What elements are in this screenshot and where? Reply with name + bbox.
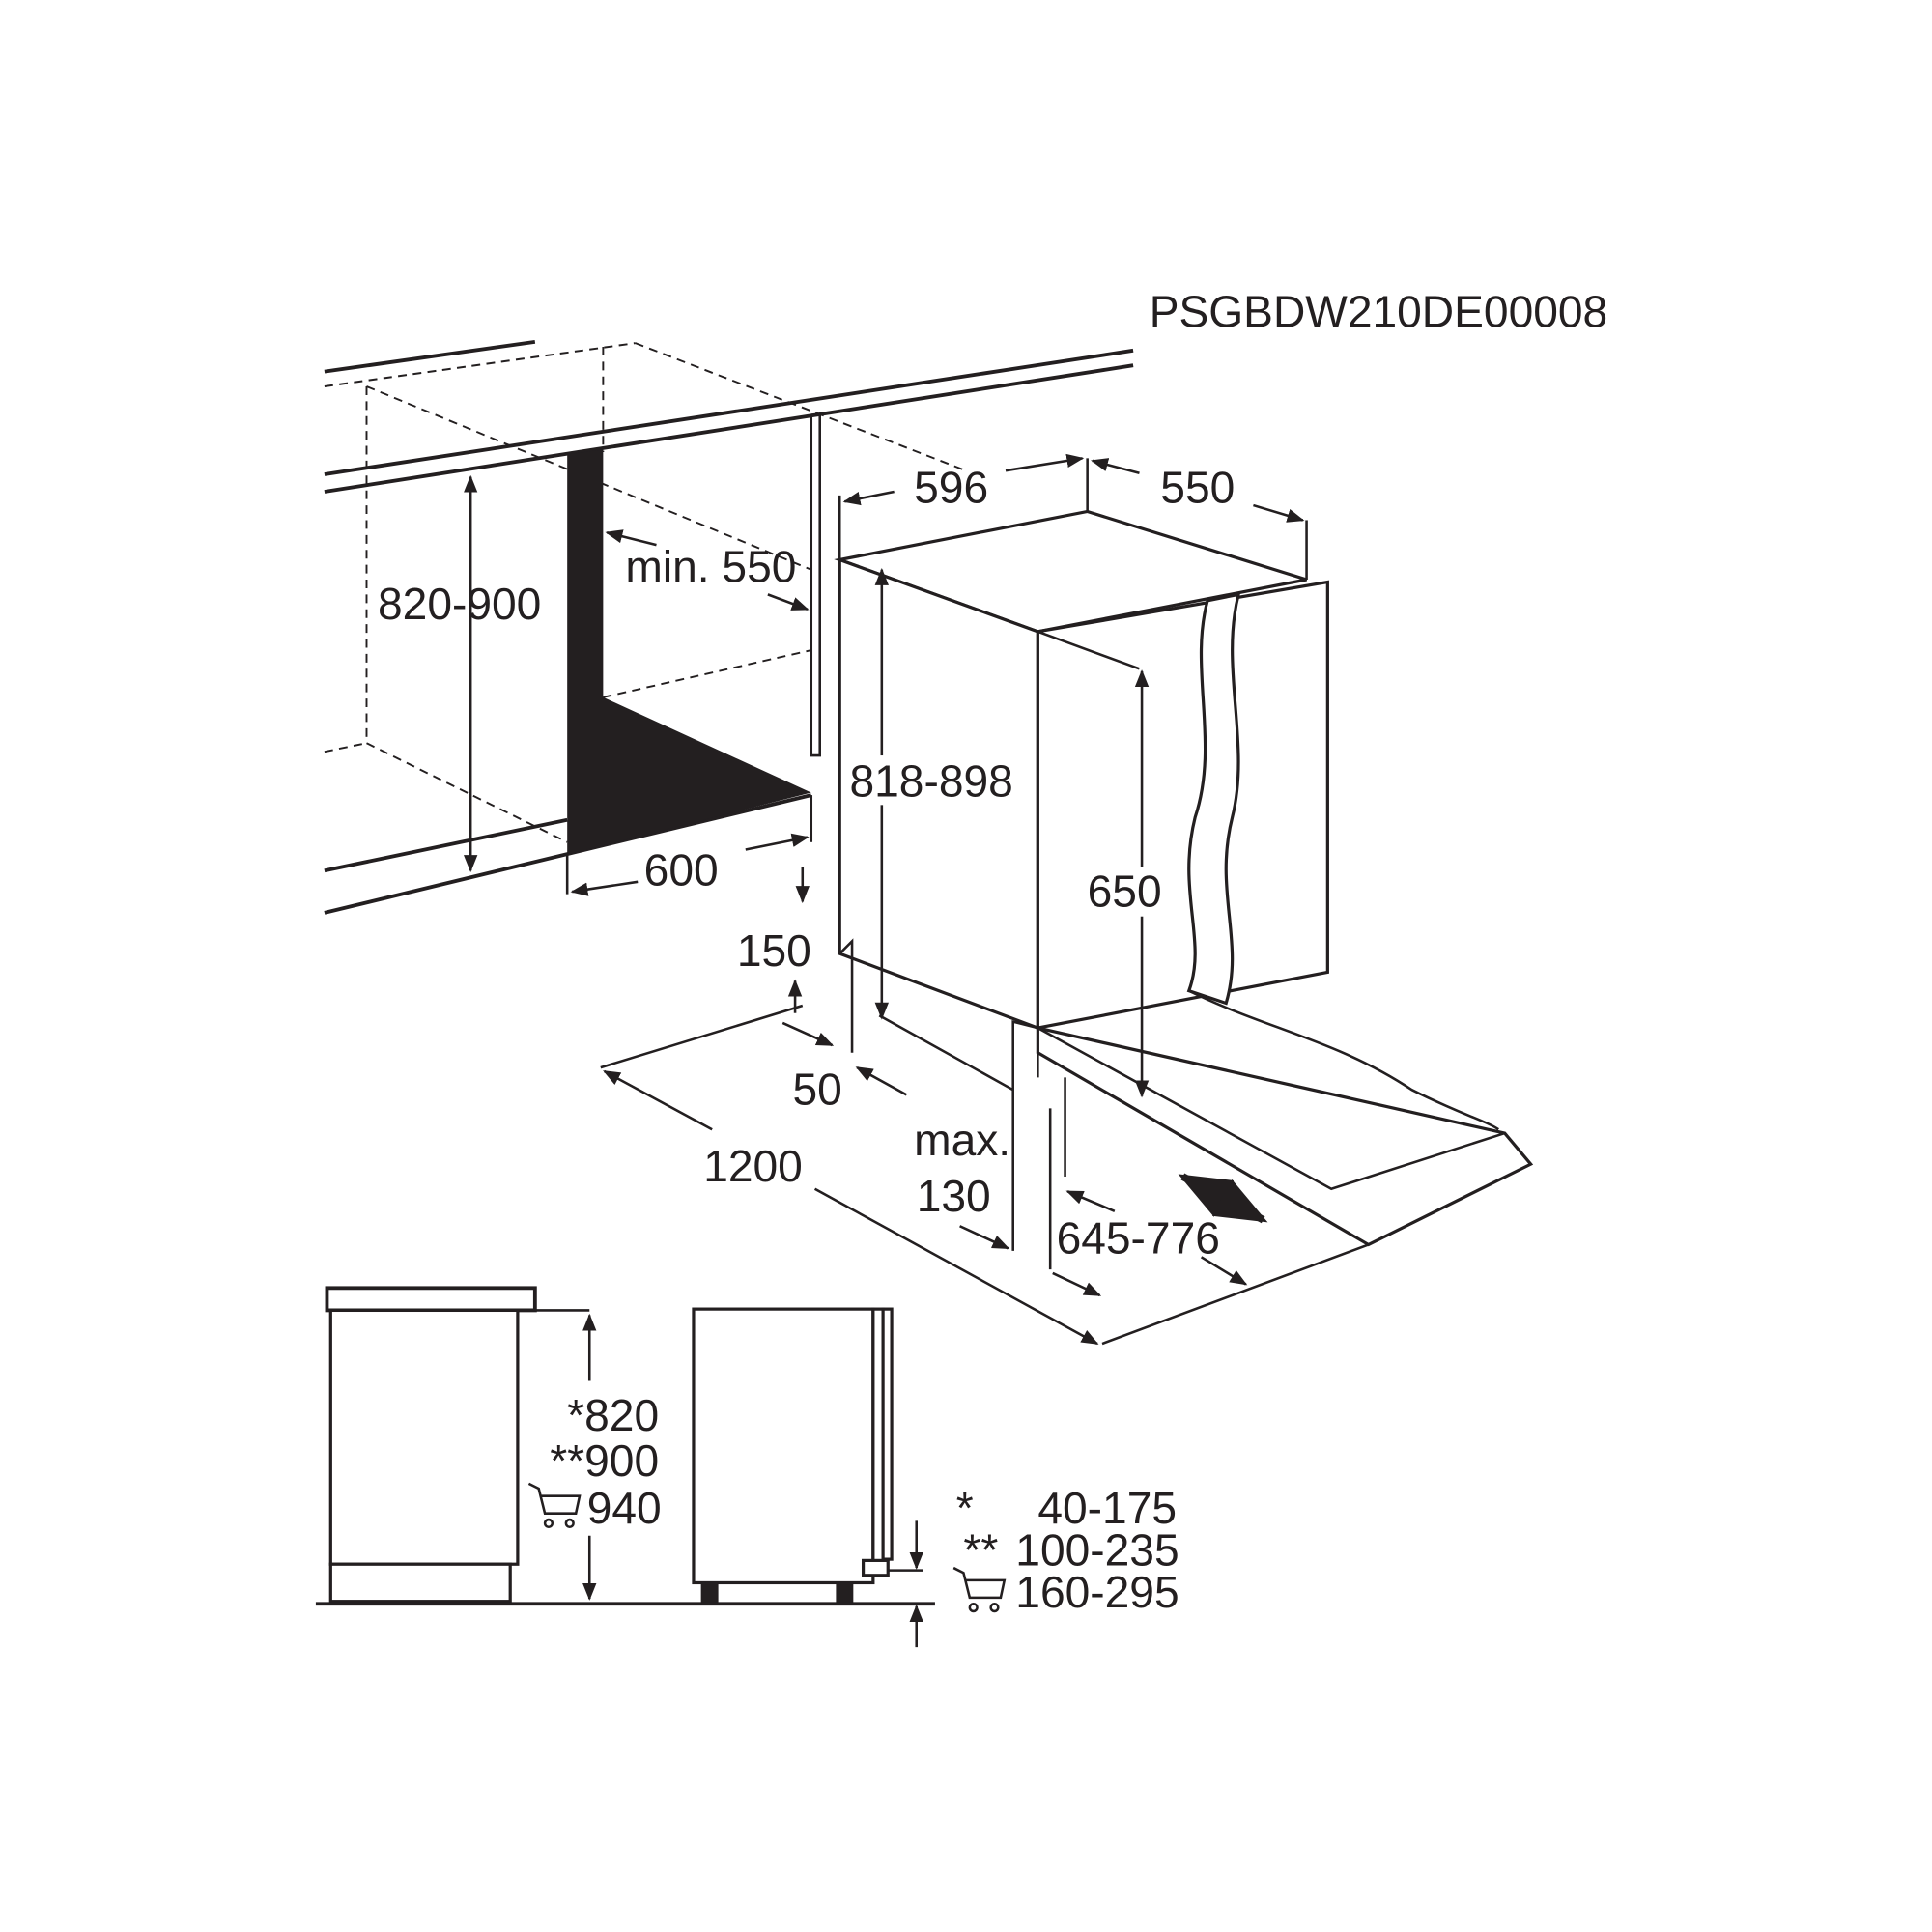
dim-1200: 1200 bbox=[703, 1141, 803, 1191]
dim-door-range: 645-776 bbox=[1057, 1212, 1220, 1263]
product-code: PSGBDW210DE00008 bbox=[1150, 286, 1607, 336]
dim-150: 150 bbox=[737, 925, 811, 976]
plinth-mark-2: ** bbox=[963, 1525, 998, 1576]
door-slide-arrow bbox=[1178, 1173, 1268, 1224]
dim-max-value: 130 bbox=[917, 1171, 991, 1221]
niche-shadow bbox=[567, 449, 811, 855]
cart-icon bbox=[527, 1482, 582, 1529]
dim-50: 50 bbox=[793, 1065, 842, 1115]
plinth-mark-1: * bbox=[956, 1483, 974, 1533]
niche-drawing bbox=[324, 339, 1134, 915]
dim-niche-height: 820-900 bbox=[378, 579, 541, 629]
plinth-value-2: 100-235 bbox=[1015, 1525, 1179, 1576]
side-view-cabinet bbox=[315, 1286, 935, 1606]
dim-niche-width: 600 bbox=[644, 845, 719, 895]
dim-door-height: 650 bbox=[1088, 866, 1162, 916]
side-height-1: *820 bbox=[567, 1390, 659, 1440]
appliance-drawing bbox=[600, 458, 1534, 1346]
dim-appliance-height: 818-898 bbox=[849, 755, 1012, 806]
door-panel-wavy bbox=[1186, 592, 1241, 1006]
side-height-3: 940 bbox=[587, 1483, 662, 1533]
dim-min-depth: min. 550 bbox=[625, 542, 796, 592]
side-height-2: **900 bbox=[550, 1435, 659, 1486]
side-view-appliance bbox=[692, 1307, 923, 1603]
dim-depth: 550 bbox=[1160, 463, 1235, 513]
plinth-value-3: 160-295 bbox=[1015, 1567, 1179, 1617]
plinth-value-1: 40-175 bbox=[1037, 1483, 1177, 1533]
dim-max-label: max. bbox=[914, 1115, 1010, 1165]
dim-width: 596 bbox=[914, 463, 988, 513]
cart-icon bbox=[952, 1566, 1007, 1613]
